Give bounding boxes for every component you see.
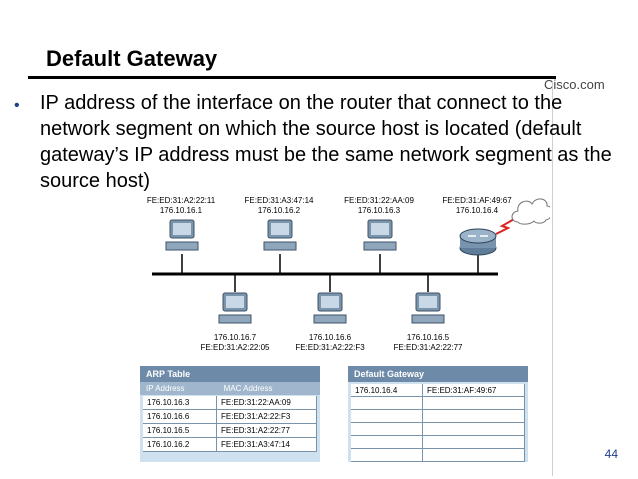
pc-icon [411,292,445,324]
pc-icon [363,219,397,251]
table-row [351,449,525,462]
table-row [351,397,525,410]
gateway-table-title: Default Gateway [348,366,528,382]
page-number: 44 [604,447,618,461]
router-icon [459,228,497,256]
slide-title: Default Gateway [46,46,218,71]
table-row [351,410,525,423]
pc-icon [218,292,252,324]
column-header: IP Address [146,384,185,393]
table-row: 176.10.16.3 FE:ED:31:22:AA:09 [143,396,317,410]
pc-icon [165,219,199,251]
column-header: MAC Address [223,384,273,393]
arp-table: ARP Table IP Address MAC Address 176.10.… [140,366,320,462]
cloud-icon [511,198,550,225]
arp-table-title: ARP Table [140,366,320,382]
pc-icon [313,292,347,324]
table-row: 176.10.16.4 FE:ED:31:AF:49:67 [351,384,525,397]
table-row: 176.10.16.6 FE:ED:31:A2:22:F3 [143,410,317,424]
bullet-text: IP address of the interface on the route… [40,92,612,192]
arp-table-header: IP Address MAC Address [140,382,320,395]
table-row: 176.10.16.5 FE:ED:31:A2:22:77 [143,424,317,438]
bullet-marker: • [14,97,20,114]
table-row [351,423,525,436]
table-row [351,436,525,449]
table-row: 176.10.16.2 FE:ED:31:A3:47:14 [143,438,317,452]
wan-link-icon [495,217,517,235]
brand-logo-text: Cisco.com [544,77,605,92]
default-gateway-table: Default Gateway 176.10.16.4 FE:ED:31:AF:… [348,366,528,462]
title-underline [28,76,556,79]
pc-icon [263,219,297,251]
network-diagram [152,198,550,324]
right-divider [552,82,553,476]
